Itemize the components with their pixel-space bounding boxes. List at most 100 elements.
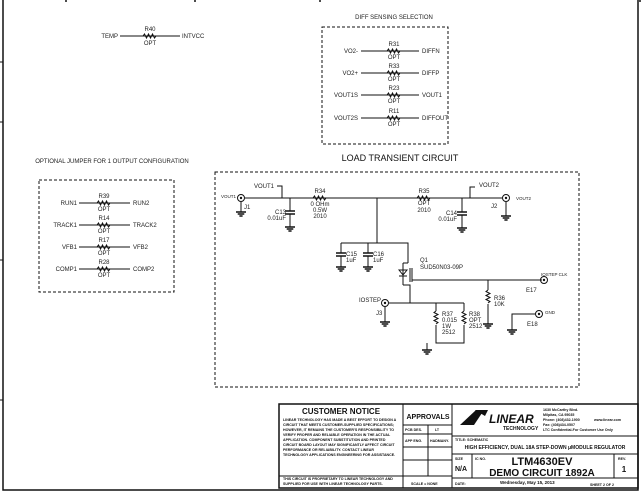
label: VOUT1 (422, 93, 443, 99)
label: REV. (618, 457, 626, 461)
label: APPROVALS (406, 414, 449, 421)
label: VO2- (344, 49, 358, 55)
label: 2512 (469, 324, 483, 330)
label: SCALE = NONE (411, 482, 438, 486)
label: 1W (442, 324, 451, 330)
label: OPT (98, 229, 111, 235)
label: J3 (376, 311, 383, 317)
label: J2 (491, 204, 498, 210)
label: DIFFN (422, 49, 440, 55)
label: R37 (442, 312, 454, 318)
diff-row: VO2+ R33 OPT DIFFP (342, 64, 439, 83)
label: COMP2 (133, 267, 155, 273)
label: VOUT1S (334, 93, 358, 99)
resistor-r35 (416, 195, 431, 201)
label: RUN1 (61, 201, 78, 207)
label: RUN2 (133, 201, 150, 207)
customer-notice-title: CUSTOMER NOTICE (302, 407, 381, 416)
mosfet-q1 (397, 262, 542, 303)
net-label-intvcc: INTVCC (182, 34, 205, 40)
label: OPT (98, 207, 111, 213)
label: APP ENG. (405, 439, 422, 443)
label: LINEAR (489, 412, 534, 426)
label: DIFFOUT (422, 116, 448, 122)
label: APPLICATION. COMPONENT SUBSTITUTION AND … (283, 438, 386, 442)
label: SUD50N03-09P (420, 265, 463, 271)
label: HADMANY. (430, 439, 449, 443)
resistor-r40 (142, 33, 157, 39)
label: LTC Confidential-For Customer Use Only (543, 428, 613, 432)
label: R34 (314, 189, 326, 195)
label: TRACK1 (53, 223, 77, 229)
label: VOUT2 (516, 196, 532, 201)
label: IOSTEP (359, 298, 381, 304)
ref-r40: R40 (144, 27, 156, 33)
label: THIS CIRCUIT IS PROPRIETARY TO LINEAR TE… (283, 477, 393, 481)
company-address: 1630 McCarthy Blvd. Milpitas, CA 95035 P… (543, 408, 621, 432)
label: C13 (275, 210, 287, 216)
label: DATE: (455, 482, 466, 486)
label: VFB1 (62, 245, 78, 251)
label: SHEET 2 OF 2 (590, 483, 614, 487)
label: E17 (526, 288, 537, 294)
label: VOUT1 (254, 184, 275, 190)
diff-row: VOUT2S R11 OPT DIFFOUT (334, 109, 448, 128)
label: CIRCUIT BOARD LAYOUT MAY SIGNIFICANTLY A… (283, 443, 395, 447)
linear-technology-logo: LINEAR TECHNOLOGY (460, 410, 539, 432)
customer-notice-body: LINEAR TECHNOLOGY HAS MADE A BEST EFFORT… (283, 418, 397, 486)
label: C14 (446, 211, 458, 217)
value-r40: OPT (144, 41, 157, 47)
label: VOUT2S (334, 116, 358, 122)
label: PERFORMANCE OR RELIABILITY. CONTACT LINE… (283, 448, 374, 452)
demo-circuit: DEMO CIRCUIT 1892A (489, 468, 595, 479)
label: VOUT1 (221, 194, 237, 199)
label: OPT (469, 318, 482, 324)
label: www.linear.com (593, 418, 621, 422)
connector-j2 (502, 194, 510, 202)
label: 1uF (346, 258, 357, 264)
label: TECHNOLOGY APPLICATIONS ENGINEERING FOR … (283, 453, 395, 457)
label: OPT (388, 77, 401, 83)
label: R35 (418, 189, 430, 195)
label: SUPPLIED FOR USE WITH LINEAR TECHNOLOGY … (283, 482, 383, 486)
label: OPT (388, 99, 401, 105)
capacitor-c16 (362, 252, 374, 257)
label: Wednesday, May 15, 2013 (500, 480, 555, 485)
label: R14 (98, 216, 110, 222)
title-block: CUSTOMER NOTICE LINEAR TECHNOLOGY HAS MA… (278, 403, 639, 489)
label: TITLE: SCHEMATIC (455, 438, 489, 442)
label: C16 (373, 252, 385, 258)
connector-j3 (381, 299, 389, 307)
label: R11 (389, 109, 400, 115)
ic-number: LTM4630EV (512, 456, 574, 468)
capacitor-c15 (335, 252, 347, 257)
label: CIRCUIT THAT MEETS CUSTOMER-SUPPLIED SPE… (283, 423, 394, 427)
testpoint-e18 (535, 310, 543, 318)
label: OPT (418, 201, 431, 207)
schematic-title: HIGH EFFICIENCY, DUAL 18A STEP-DOWN μMOD… (465, 445, 626, 451)
label: OPT (388, 122, 401, 128)
label: 2010 (313, 214, 327, 220)
jumper-row: VFB1 R17 OPT VFB2 (62, 238, 149, 257)
label: 10K (494, 302, 505, 308)
label: 0.5W (313, 208, 327, 214)
label: LT (435, 428, 440, 432)
label: OPT (388, 55, 401, 61)
diff-sensing-selection: DIFF SENSING SELECTION VO2- R31 OPT DIFF… (321, 15, 449, 145)
net-label-temp: TEMP (101, 34, 118, 40)
label: 0.01uF (438, 217, 457, 223)
label: VFB2 (133, 245, 149, 251)
label: DIFFP (422, 71, 439, 77)
label: SIZE (455, 457, 464, 461)
label: 2512 (442, 330, 456, 336)
diff-row: VOUT1S R23 OPT VOUT1 (334, 86, 443, 105)
label: R17 (98, 238, 110, 244)
diff-row: VO2- R31 OPT DIFFN (344, 42, 440, 61)
label: J1 (244, 205, 251, 211)
label: E18 (527, 322, 538, 328)
label: R36 (494, 296, 506, 302)
diff-sensing-title: DIFF SENSING SELECTION (355, 15, 433, 21)
label: IC NO. (475, 457, 486, 461)
label: 2010 (417, 208, 431, 214)
